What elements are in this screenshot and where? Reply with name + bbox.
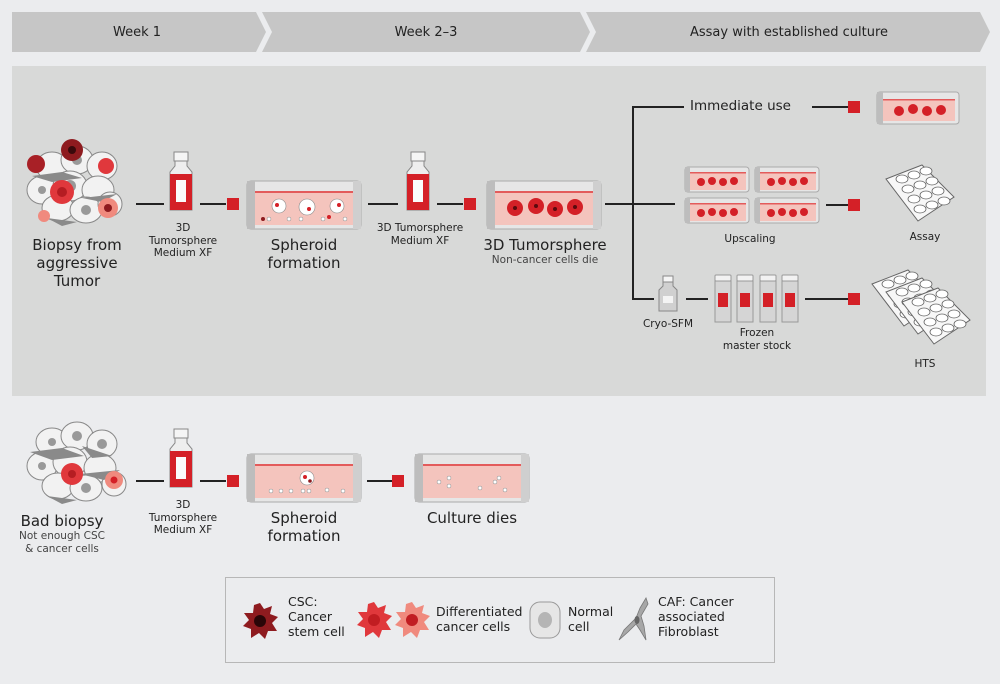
bad-biopsy-icon bbox=[26, 421, 127, 504]
immediate-dish-icon bbox=[876, 91, 960, 125]
tumorsphere-dish-icon bbox=[486, 180, 602, 230]
caf-cell-icon bbox=[618, 597, 649, 641]
branch-immediate-line bbox=[632, 106, 684, 108]
connector-endpoint bbox=[227, 475, 239, 487]
connector-line bbox=[368, 203, 398, 205]
connector-line bbox=[136, 203, 164, 205]
medium-bottle-icon bbox=[169, 428, 193, 488]
medium-bottle-icon bbox=[169, 151, 193, 211]
connector-line bbox=[812, 106, 848, 108]
connector-line bbox=[200, 203, 226, 205]
phase-chevron-week2-3 bbox=[262, 12, 590, 52]
bad-spheroid-label-line2: formation bbox=[267, 527, 341, 545]
branch-cryo-line bbox=[632, 298, 654, 300]
bad-biopsy-sub1: Not enough CSC bbox=[19, 530, 105, 542]
medium-label-line2: Medium XF bbox=[390, 234, 450, 247]
connector-line bbox=[367, 480, 393, 482]
upscaling-label: Upscaling bbox=[724, 233, 776, 245]
dead-culture-dish-icon bbox=[414, 453, 530, 503]
legend-csc-line2: Cancer bbox=[288, 609, 333, 624]
legend-normal-line1: Normal bbox=[568, 604, 614, 619]
connector-endpoint bbox=[392, 475, 404, 487]
connector-line bbox=[437, 203, 463, 205]
connector-line bbox=[805, 298, 848, 300]
spheroid-label-line1: Spheroid bbox=[270, 236, 338, 254]
medium-label: 3D Tumorsphere Medium XF bbox=[375, 222, 465, 247]
legend-normal-label: Normal cell bbox=[568, 604, 613, 634]
connector-endpoint bbox=[848, 199, 860, 211]
normal-cell-icon bbox=[529, 601, 561, 639]
legend-caf-line2: associated bbox=[658, 609, 725, 624]
cryo-sfm-label: Cryo-SFM bbox=[642, 318, 694, 330]
medium-label-line1: 3D Tumorsphere bbox=[148, 222, 218, 247]
branch-trunk bbox=[632, 106, 634, 299]
medium-label-line2: Medium XF bbox=[153, 247, 213, 260]
legend-differentiated-line2: cancer cells bbox=[436, 619, 511, 634]
connector-line bbox=[200, 480, 226, 482]
legend-caf-label: CAF: Cancer associated Fibroblast bbox=[658, 594, 734, 639]
frozen-stock-label: Frozen master stock bbox=[712, 327, 802, 352]
bad-medium-label: 3D Tumorsphere Medium XF bbox=[140, 499, 226, 537]
culture-dies-label: Culture dies bbox=[426, 509, 518, 527]
medium-bottle-icon bbox=[406, 151, 430, 211]
phase-label-week2-3: Week 2–3 bbox=[394, 24, 458, 40]
phase-label-week1: Week 1 bbox=[112, 24, 162, 40]
legend-normal-line2: cell bbox=[568, 619, 590, 634]
csc-cell-icon bbox=[243, 603, 278, 639]
phase-chevron-assay bbox=[586, 12, 990, 52]
legend: CSC: Cancer stem cell Differentiated can… bbox=[225, 577, 775, 663]
assay-label: Assay bbox=[909, 231, 941, 243]
legend-csc-line1: CSC: bbox=[288, 594, 318, 609]
bad-spheroid-label: Spheroid formation bbox=[244, 509, 364, 545]
frozen-stock-label-line1: Frozen bbox=[739, 327, 775, 339]
connector-line bbox=[826, 204, 848, 206]
tumorsphere-subtitle: Non-cancer cells die bbox=[491, 254, 599, 266]
spheroid-label-line2: formation bbox=[267, 254, 341, 272]
phase-label-assay: Assay with established culture bbox=[689, 24, 889, 40]
bad-biopsy-label: Bad biopsy Not enough CSC & cancer cells bbox=[12, 512, 112, 555]
bad-spheroid-dish-icon bbox=[246, 453, 362, 503]
connector-endpoint bbox=[848, 293, 860, 305]
phase-header bbox=[12, 12, 990, 52]
legend-caf-line3: Fibroblast bbox=[658, 624, 719, 639]
biopsy-label-line3: Tumor bbox=[53, 272, 101, 290]
connector-line bbox=[686, 298, 708, 300]
frozen-stock-vials-icon bbox=[714, 274, 799, 323]
cryo-vial-icon bbox=[658, 275, 678, 312]
differentiated-cell-icon bbox=[357, 602, 430, 638]
legend-caf-line1: CAF: Cancer bbox=[658, 594, 734, 609]
biopsy-label-line2: aggressive bbox=[36, 254, 118, 272]
bad-spheroid-label-line1: Spheroid bbox=[270, 509, 338, 527]
medium-label: 3D Tumorsphere Medium XF bbox=[140, 222, 226, 260]
bad-biopsy-sub2: & cancer cells bbox=[25, 542, 99, 555]
hts-label: HTS bbox=[914, 358, 936, 370]
spheroid-dish-icon bbox=[246, 180, 362, 230]
upscaling-dishes-icon bbox=[684, 166, 820, 224]
legend-csc-line3: stem cell bbox=[288, 624, 345, 639]
bad-biopsy-title: Bad biopsy bbox=[20, 512, 104, 530]
connector-endpoint bbox=[227, 198, 239, 210]
immediate-use-label: Immediate use bbox=[690, 98, 791, 114]
tumorsphere-label: 3D Tumorsphere Non-cancer cells die bbox=[475, 236, 615, 267]
legend-csc-label: CSC: Cancer stem cell bbox=[288, 594, 345, 639]
tumor-biopsy-icon bbox=[26, 139, 123, 226]
good-biopsy-panel bbox=[12, 66, 986, 396]
assay-plate-icon bbox=[885, 164, 955, 222]
tumorsphere-title: 3D Tumorsphere bbox=[483, 236, 607, 254]
biopsy-label: Biopsy from aggressive Tumor bbox=[22, 236, 132, 290]
connector-endpoint bbox=[464, 198, 476, 210]
frozen-stock-label-line2: master stock bbox=[722, 339, 792, 352]
legend-differentiated-line1: Differentiated bbox=[436, 604, 523, 619]
phase-chevron-week1 bbox=[12, 12, 266, 52]
hts-plates-icon bbox=[871, 269, 971, 345]
legend-differentiated-label: Differentiated cancer cells bbox=[436, 604, 522, 634]
biopsy-label-line1: Biopsy from bbox=[32, 236, 122, 254]
branch-connector bbox=[605, 203, 675, 205]
bad-medium-label-line2: Medium XF bbox=[153, 524, 213, 537]
connector-endpoint bbox=[848, 101, 860, 113]
spheroid-label: Spheroid formation bbox=[244, 236, 364, 272]
connector-line bbox=[136, 480, 164, 482]
medium-label-line1: 3D Tumorsphere bbox=[376, 222, 464, 234]
bad-medium-label-line1: 3D Tumorsphere bbox=[148, 499, 218, 524]
